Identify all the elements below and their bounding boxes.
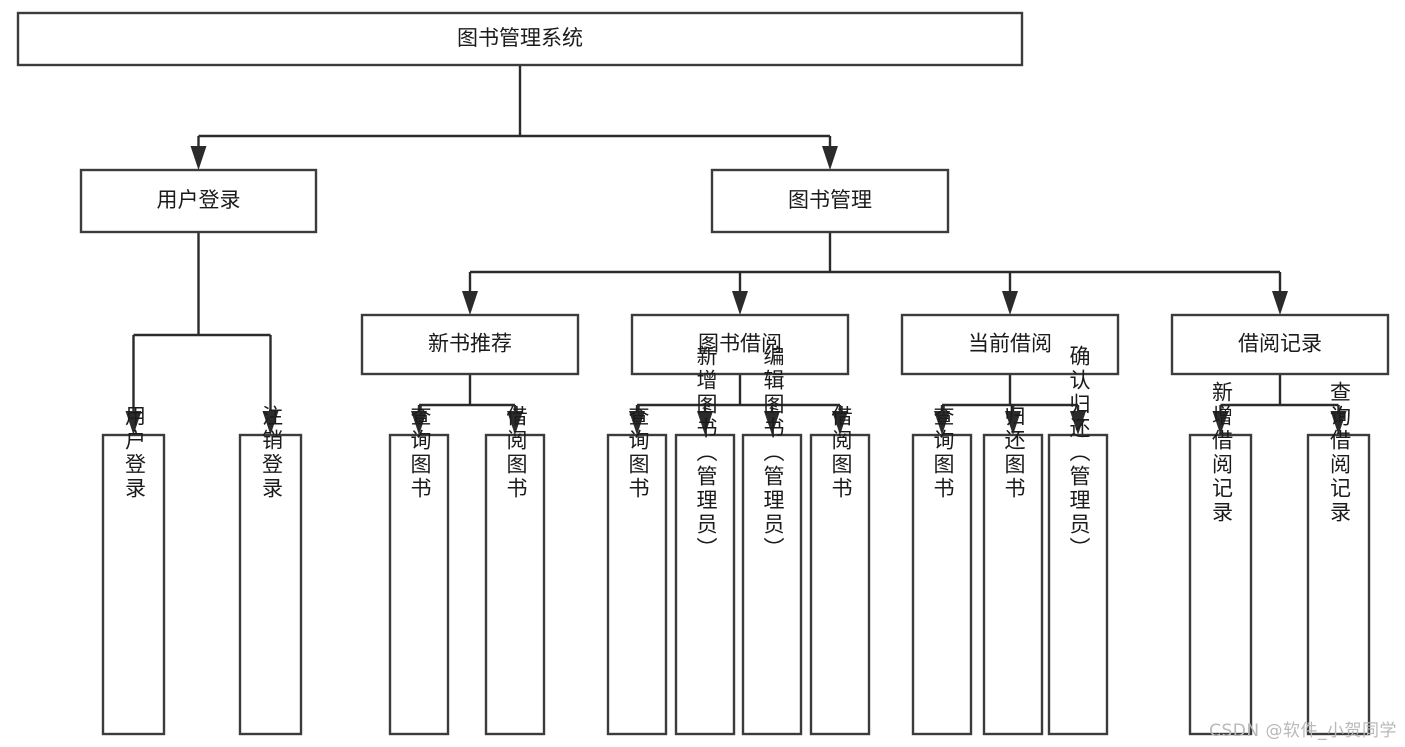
node-leaf2[interactable]: 注销登录 [238,405,303,736]
node-box [911,433,973,736]
node-box [606,433,668,736]
node-bookmgmt[interactable]: 图书管理 [710,168,950,234]
node-label: 图书借阅 [698,332,782,356]
arrow-head-icon [1212,411,1229,435]
node-label: 借阅图书 [504,405,528,501]
node-box [360,313,580,376]
arrow-head-icon [125,411,142,435]
node-box [674,433,736,736]
node-leaf10[interactable]: 归还图书 [982,405,1044,736]
node-box [1306,433,1371,736]
node-label: 查询图书 [408,405,432,501]
arrow-head-icon [832,411,848,435]
node-leaf7[interactable]: 编辑图书（管理员） [741,345,803,736]
node-label: 查询借阅记录 [1328,381,1352,525]
node-box [900,313,1120,376]
node-box [388,433,450,736]
node-box [630,313,850,376]
node-leaf12[interactable]: 新增借阅记录 [1188,381,1253,736]
arrow-head-icon [462,291,478,315]
node-box [101,433,166,736]
node-leaf6[interactable]: 新增图书（管理员） [674,345,736,736]
node-leaf13[interactable]: 查询借阅记录 [1306,381,1371,736]
arrow-head-icon [764,411,780,435]
node-leaf11[interactable]: 确认归还（管理员） [1047,345,1109,736]
arrow-head-icon [507,411,523,435]
arrow-head-icon [732,291,748,315]
node-box [1170,313,1390,376]
node-leaf3[interactable]: 查询图书 [388,405,450,736]
node-label: 注销登录 [260,405,284,501]
node-label: 借阅图书 [829,405,853,501]
node-newbook[interactable]: 新书推荐 [360,313,580,376]
node-label: 归还图书 [1002,405,1026,501]
node-leaf4[interactable]: 借阅图书 [484,405,546,736]
node-box [79,168,318,234]
node-label: 确认归还（管理员） [1067,345,1091,561]
node-layer: 图书管理系统用户登录图书管理新书推荐图书借阅当前借阅借阅记录用户登录注销登录查询… [16,11,1390,736]
node-label: 用户登录 [157,188,241,212]
node-label: 查询图书 [931,405,955,501]
arrow-head-icon [1005,411,1021,435]
arrow-head-icon [697,411,713,435]
node-leaf9[interactable]: 查询图书 [911,405,973,736]
node-label: 查询图书 [626,405,650,501]
node-label: 新增借阅记录 [1210,381,1234,525]
node-label: 新书推荐 [428,332,512,356]
arrow-head-icon [1330,411,1347,435]
node-records[interactable]: 借阅记录 [1170,313,1390,376]
node-label: 图书管理系统 [457,26,583,50]
arrow-head-icon [822,146,838,170]
node-leaf8[interactable]: 借阅图书 [809,405,871,736]
arrow-head-icon [934,411,950,435]
node-box [238,433,303,736]
node-label: 编辑图书（管理员） [761,345,785,561]
node-label: 当前借阅 [968,332,1052,356]
node-box [809,433,871,736]
node-label: 借阅记录 [1238,332,1322,356]
node-box [484,433,546,736]
node-leaf1[interactable]: 用户登录 [101,405,166,736]
node-box [710,168,950,234]
node-box [982,433,1044,736]
node-label: 用户登录 [123,405,147,501]
node-label: 新增图书（管理员） [694,345,718,561]
node-leaf5[interactable]: 查询图书 [606,405,668,736]
arrow-head-icon [1272,291,1288,315]
node-current[interactable]: 当前借阅 [900,313,1120,376]
arrow-head-icon [1002,291,1018,315]
node-login[interactable]: 用户登录 [79,168,318,234]
arrow-head-icon [629,411,645,435]
node-box [741,433,803,736]
arrow-head-icon [1070,411,1086,435]
node-box [1188,433,1253,736]
node-box [16,11,1024,67]
node-label: 图书管理 [788,188,872,212]
connector-layer [125,65,1347,435]
node-box [1047,433,1109,736]
node-root[interactable]: 图书管理系统 [16,11,1024,67]
node-borrow[interactable]: 图书借阅 [630,313,850,376]
arrow-head-icon [190,146,207,170]
arrow-head-icon [411,411,427,435]
arrow-head-icon [262,411,279,435]
